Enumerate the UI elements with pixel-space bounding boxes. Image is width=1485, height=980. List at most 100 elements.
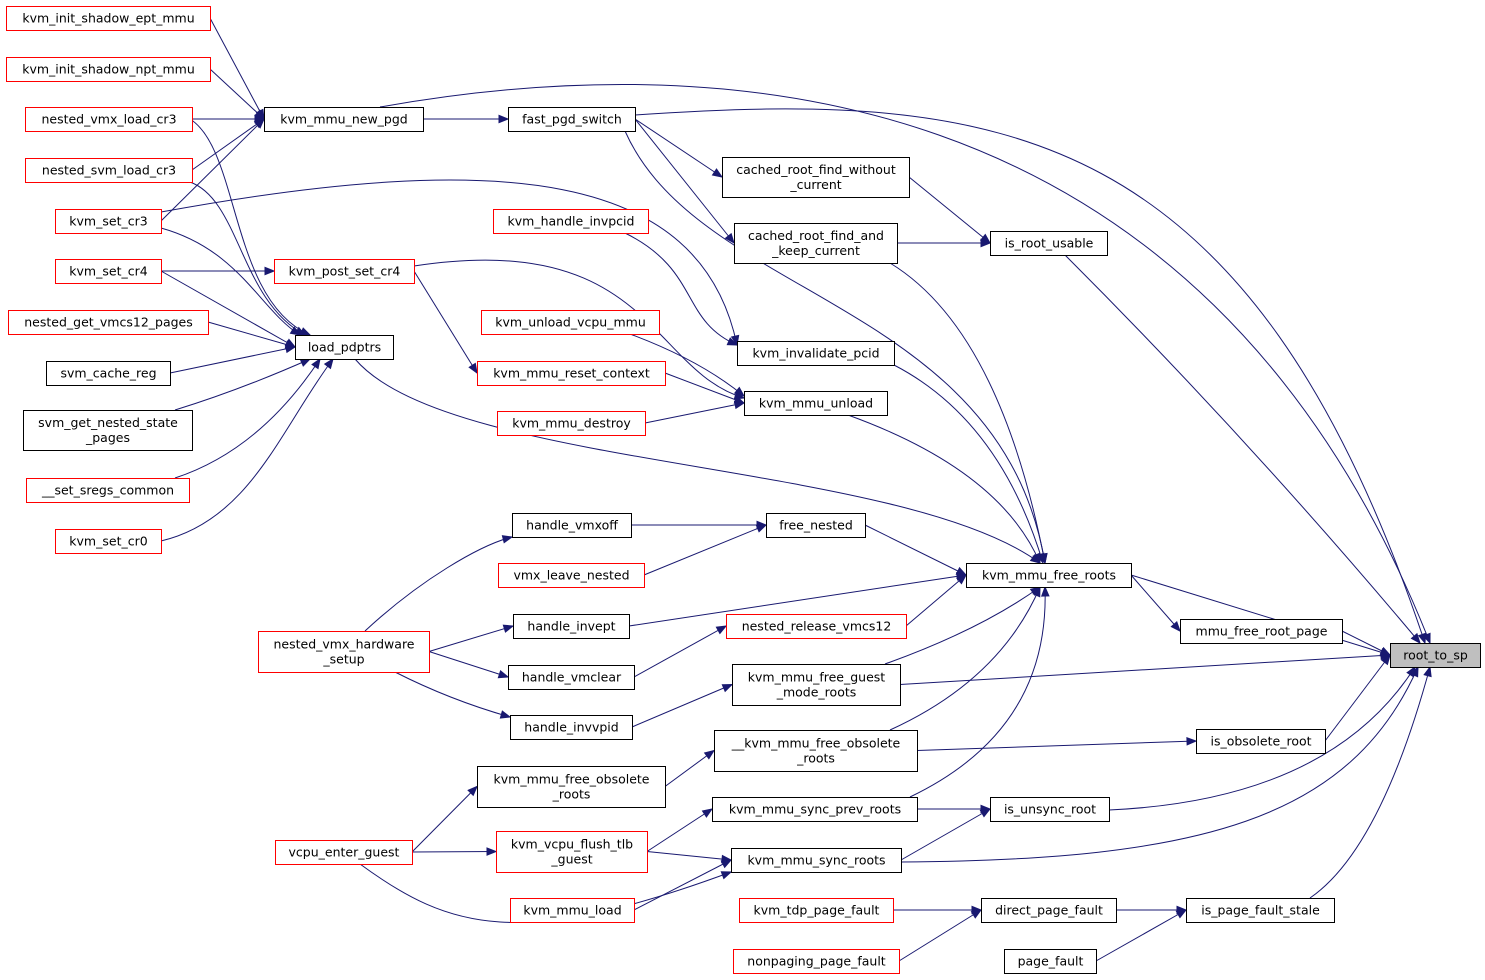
node-label: handle_invvpid: [524, 720, 618, 735]
node-kvm-mmu-load[interactable]: kvm_mmu_load: [510, 898, 635, 923]
node-label: kvm_tdp_page_fault: [754, 903, 880, 918]
edge-mmu_free_root_page-to-root_to_sp: [1341, 630, 1392, 656]
node-label: kvm_mmu_free_roots: [982, 568, 1116, 583]
node-label: kvm_set_cr3: [69, 214, 147, 229]
edge-kvm_set_cr0-to-load_pdptrs: [160, 357, 334, 542]
node-kvm-mmu-reset-context[interactable]: kvm_mmu_reset_context: [477, 361, 666, 386]
edge-is_obsolete_root-to-root_to_sp: [1324, 653, 1391, 742]
edge-is_page_fault_stale-to-root_to_sp: [1309, 665, 1432, 899]
node-label: handle_vmxoff: [526, 518, 618, 533]
node-label: free_nested: [779, 518, 853, 533]
node-nonpaging-page-fault[interactable]: nonpaging_page_fault: [733, 949, 900, 974]
node-label: kvm_mmu_free_guest: [748, 670, 886, 685]
node-is-unsync-root: is_unsync_root: [990, 797, 1110, 822]
node-label: kvm_set_cr0: [69, 534, 147, 549]
edge-nested_vmx_hardware_setup-to-handle_invept: [428, 624, 515, 652]
node-label: fast_pgd_switch: [522, 112, 622, 127]
node-label: _keep_current: [771, 243, 860, 258]
node-free-nested: free_nested: [766, 513, 866, 538]
node-label: kvm_unload_vcpu_mmu: [495, 315, 646, 330]
edge-nested_vmx_hardware_setup-to-handle_vmxoff: [364, 535, 514, 632]
edge-fast_pgd_switch-to-cached_root_find_and_keep_current: [634, 118, 735, 245]
node-kvm-tdp-page-fault[interactable]: kvm_tdp_page_fault: [739, 898, 894, 923]
edge-kvm_vcpu_flush_tlb_guest-to-kvm_mmu_sync_prev_roots: [646, 808, 714, 852]
node-label: is_root_usable: [1005, 236, 1094, 251]
node-kvm-set-cr0[interactable]: kvm_set_cr0: [55, 529, 162, 554]
node-nested-release-vmcs12[interactable]: nested_release_vmcs12: [726, 614, 907, 639]
node-kvm-init-shadow-npt-mmu[interactable]: kvm_init_shadow_npt_mmu: [6, 57, 211, 82]
node-label: is_obsolete_root: [1210, 734, 1311, 749]
edge-kvm_tdp_page_fault-to-direct_page_fault: [893, 905, 983, 915]
edge-kvm_set_cr3-to-kvm_invalidate_pcid: [160, 179, 740, 347]
node-kvm-vcpu-flush-tlb-guest[interactable]: kvm_vcpu_flush_tlb_guest: [496, 831, 648, 873]
edge-is_root_usable-to-root_to_sp: [1064, 254, 1421, 645]
node-label: handle_invept: [527, 619, 615, 634]
edge-svm_cache_reg-to-load_pdptrs: [169, 344, 297, 374]
node-label: _setup: [322, 652, 364, 667]
edge-cached_root_find_and_keep_current-to-kvm_mmu_free_roots: [889, 262, 1048, 565]
node-label: _current: [789, 177, 841, 192]
node-set-sregs-common[interactable]: __set_sregs_common: [26, 478, 190, 503]
node-kvm-mmu-destroy[interactable]: kvm_mmu_destroy: [497, 411, 646, 436]
edge-nested_vmx_hardware_setup-to-handle_vmclear: [428, 651, 510, 679]
edge-kvm_unload_vcpu_mmu-to-kvm_mmu_unload: [629, 333, 746, 397]
edges-layer: [160, 17, 1432, 962]
edge-nested_release_vmcs12-to-kvm_mmu_free_roots: [905, 574, 968, 627]
node-is-obsolete-root: is_obsolete_root: [1196, 729, 1326, 754]
edge-kvm_mmu_free_obsolete_roots-to-__kvm_mmu_free_obsolete_roots: [664, 749, 716, 787]
node-handle-invept: handle_invept: [513, 614, 630, 639]
node-nested-get-vmcs12-pages[interactable]: nested_get_vmcs12_pages: [8, 310, 209, 335]
edge-nested_vmx_hardware_setup-to-handle_invvpid: [394, 671, 512, 719]
node-kvm-mmu-free-obsolete-roots: kvm_mmu_free_obsolete_roots: [477, 766, 666, 808]
edge-handle_vmclear-to-nested_release_vmcs12: [633, 625, 728, 678]
node-kvm-invalidate-pcid: kvm_invalidate_pcid: [737, 341, 895, 366]
edge-kvm_mmu_free_roots-to-mmu_free_root_page: [1130, 574, 1181, 633]
node-label: kvm_mmu_destroy: [512, 416, 631, 431]
edge-handle_invvpid-to-kvm_mmu_free_guest_mode_roots: [631, 683, 734, 728]
node-label: root_to_sp: [1403, 648, 1468, 663]
edge-kvm_mmu_free_guest_mode_roots-to-kvm_mmu_free_roots: [884, 586, 1042, 665]
node-kvm-init-shadow-ept-mmu[interactable]: kvm_init_shadow_ept_mmu: [6, 6, 211, 31]
node-kvm-set-cr3[interactable]: kvm_set_cr3: [55, 209, 162, 234]
node-label: nested_get_vmcs12_pages: [24, 315, 193, 330]
node-label: is_page_fault_stale: [1201, 903, 1320, 918]
node-label: handle_vmclear: [522, 670, 622, 685]
node-label: kvm_post_set_cr4: [289, 264, 401, 279]
edge-__kvm_mmu_free_obsolete_roots-to-is_obsolete_root: [916, 736, 1198, 751]
edge-kvm_mmu_sync_prev_roots-to-is_unsync_root: [917, 804, 992, 814]
node-handle-vmxoff: handle_vmxoff: [512, 513, 632, 538]
node-label: kvm_init_shadow_npt_mmu: [22, 62, 195, 77]
edge-kvm_mmu_sync_roots-to-is_unsync_root: [900, 808, 992, 861]
edge-page_fault-to-is_page_fault_stale: [1095, 909, 1188, 962]
edge-kvm_mmu_sync_prev_roots-to-kvm_mmu_free_roots: [909, 585, 1050, 798]
edge-free_nested-to-kvm_mmu_free_roots: [864, 524, 968, 576]
edge-fast_pgd_switch-to-cached_root_find_without_current: [634, 118, 724, 178]
node-nested-vmx-hardware-setup[interactable]: nested_vmx_hardware_setup: [258, 631, 430, 673]
edge-kvm_mmu_free_guest_mode_roots-to-root_to_sp: [899, 651, 1392, 685]
node-kvm-set-cr4[interactable]: kvm_set_cr4: [55, 259, 162, 284]
node-load-pdptrs: load_pdptrs: [295, 335, 394, 360]
edge-nonpaging_page_fault-to-direct_page_fault: [898, 909, 983, 962]
node-vmx-leave-nested[interactable]: vmx_leave_nested: [498, 563, 645, 588]
edge-kvm_init_shadow_ept_mmu-to-kvm_mmu_new_pgd: [209, 17, 265, 121]
edge-__set_sregs_common-to-load_pdptrs: [174, 357, 321, 479]
node-label: _roots: [552, 787, 591, 802]
node-label: __kvm_mmu_free_obsolete: [731, 736, 901, 751]
node-kvm-post-set-cr4[interactable]: kvm_post_set_cr4: [274, 259, 415, 284]
node-label: vcpu_enter_guest: [289, 845, 400, 860]
node-nested-vmx-load-cr3[interactable]: nested_vmx_load_cr3: [25, 107, 193, 132]
node-label: nested_vmx_load_cr3: [41, 112, 176, 127]
node-label: kvm_mmu_free_obsolete: [494, 772, 650, 787]
node-label: svm_get_nested_state: [38, 415, 178, 430]
edge-kvm_mmu_load-to-kvm_mmu_sync_roots: [633, 859, 733, 911]
edge-kvm_mmu_destroy-to-kvm_mmu_unload: [644, 400, 746, 424]
edge-is_unsync_root-to-root_to_sp: [1108, 665, 1416, 811]
edge-fast_pgd_switch-to-root_to_sp: [634, 108, 1427, 645]
node-kvm-mmu-free-guest-mode-roots: kvm_mmu_free_guest_mode_roots: [732, 664, 901, 706]
node-kvm-handle-invpcid[interactable]: kvm_handle_invpcid: [493, 209, 649, 234]
node-kvm-mmu-free-obsolete-roots: __kvm_mmu_free_obsolete_roots: [714, 730, 918, 772]
node-vcpu-enter-guest[interactable]: vcpu_enter_guest: [275, 840, 413, 865]
edge-vcpu_enter_guest-to-kvm_vcpu_flush_tlb_guest: [411, 847, 498, 856]
node-kvm-unload-vcpu-mmu[interactable]: kvm_unload_vcpu_mmu: [481, 310, 660, 335]
node-nested-svm-load-cr3[interactable]: nested_svm_load_cr3: [25, 158, 193, 183]
